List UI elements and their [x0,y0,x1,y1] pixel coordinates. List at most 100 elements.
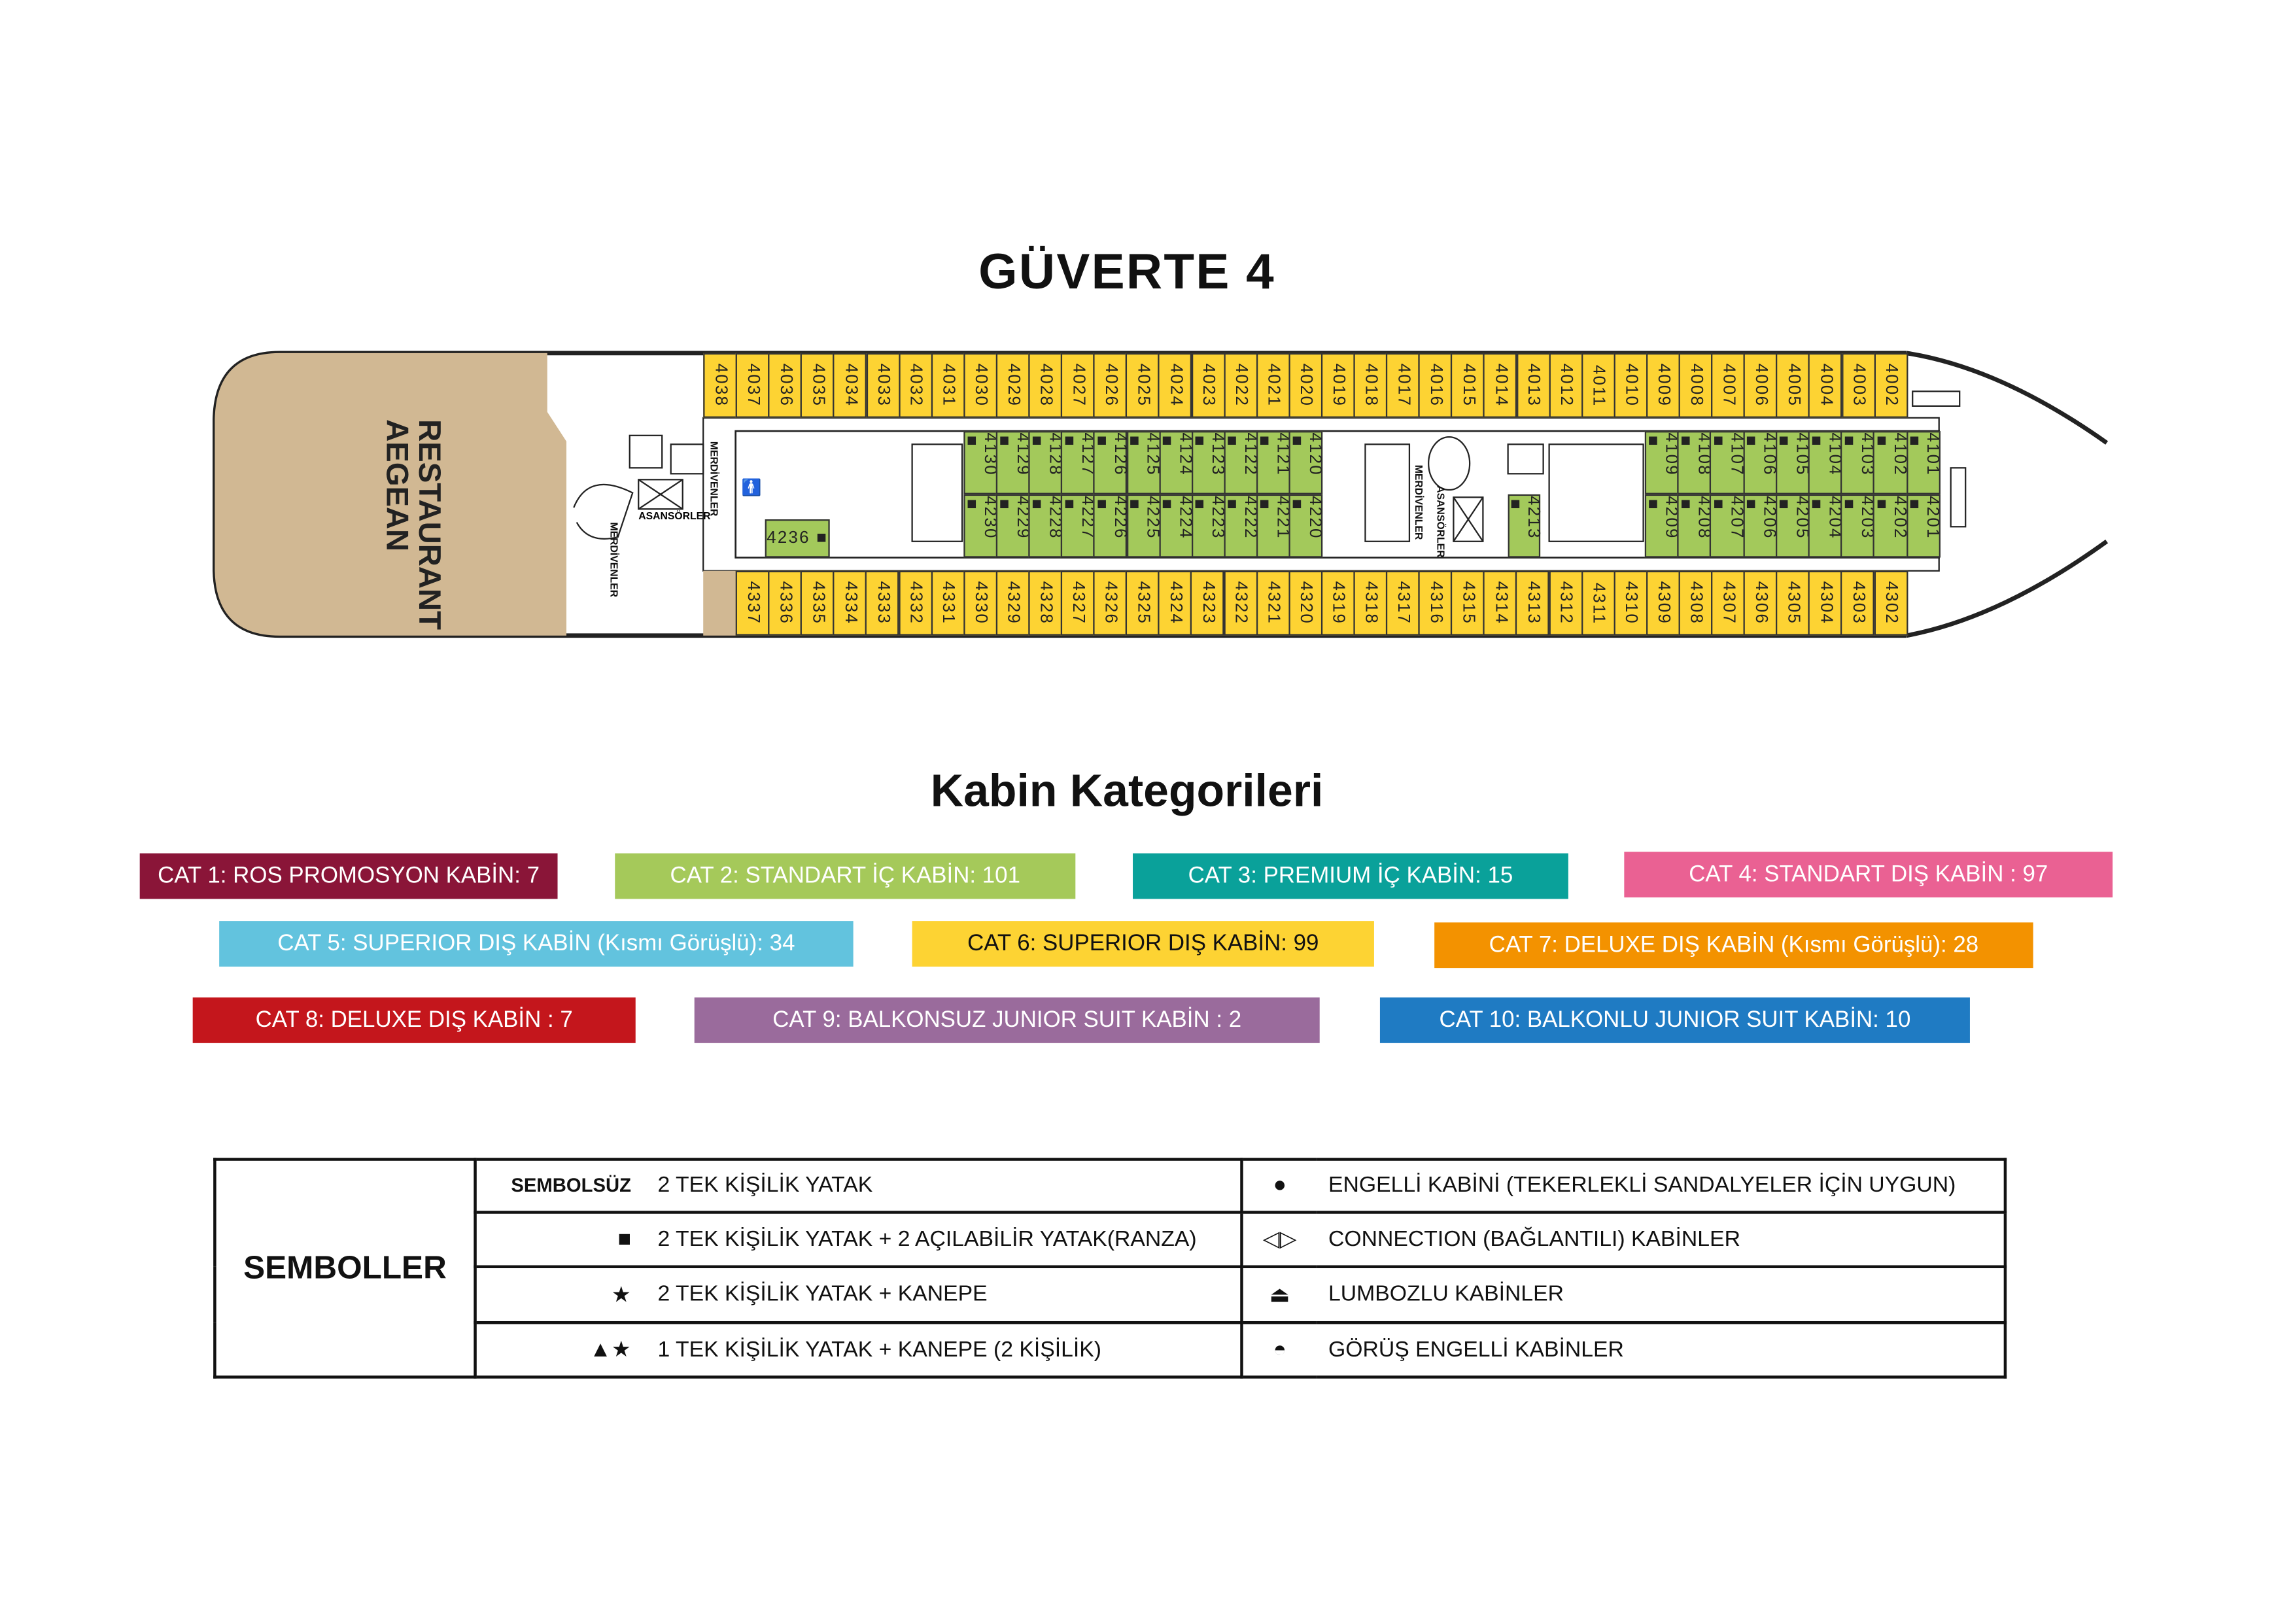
cabin-4109[interactable]: 4109 ■ [1644,431,1680,494]
cabin-4331[interactable]: 4331 [930,570,965,636]
cabin-4335[interactable]: 4335 [801,570,835,636]
cabin-4038[interactable]: 4038 [703,353,738,418]
cabin-4021[interactable]: 4021 [1256,353,1290,418]
cabin-4025[interactable]: 4025 [1126,353,1160,418]
cabin-4108[interactable]: 4108 ■ [1677,431,1712,494]
cabin-4012[interactable]: 4012 [1548,353,1583,418]
cabin-4005[interactable]: 4005 [1776,353,1810,418]
cabin-4023[interactable]: 4023 [1190,353,1225,418]
cabin-4227[interactable]: 4227 ■ [1060,494,1096,558]
cabin-4128[interactable]: 4128 ■ [1028,431,1063,494]
cabin-4130[interactable]: 4130 ■ [963,431,998,494]
cabin-4104[interactable]: 4104 ■ [1808,431,1843,494]
cabin-4224[interactable]: 4224 ■ [1158,494,1194,558]
cabin-4032[interactable]: 4032 [898,353,933,418]
cabin-4202[interactable]: 4202 ■ [1872,494,1908,558]
cabin-4027[interactable]: 4027 [1061,353,1095,418]
cabin-4328[interactable]: 4328 [1028,570,1063,636]
cabin-4036[interactable]: 4036 [768,353,802,418]
cabin-4226[interactable]: 4226 ■ [1093,494,1128,558]
cabin-4307[interactable]: 4307 [1711,570,1745,636]
cabin-4019[interactable]: 4019 [1320,353,1355,418]
cabin-4333[interactable]: 4333 [865,570,900,636]
cabin-4007[interactable]: 4007 [1711,353,1746,418]
cabin-4037[interactable]: 4037 [735,353,770,418]
cabin-4102[interactable]: 4102 ■ [1872,431,1908,494]
cabin-4017[interactable]: 4017 [1386,353,1421,418]
cabin-4010[interactable]: 4010 [1613,353,1648,418]
cabin-4209[interactable]: 4209 ■ [1644,494,1680,558]
cabin-4336[interactable]: 4336 [768,570,802,636]
cabin-4208[interactable]: 4208 ■ [1677,494,1712,558]
cabin-4028[interactable]: 4028 [1028,353,1063,418]
cabin-4004[interactable]: 4004 [1808,353,1843,418]
cabin-4034[interactable]: 4034 [833,353,867,418]
cabin-4120[interactable]: 4120 ■ [1288,431,1323,494]
cabin-4332[interactable]: 4332 [898,570,933,636]
cabin-4123[interactable]: 4123 ■ [1190,431,1226,494]
cabin-4321[interactable]: 4321 [1256,570,1290,636]
cabin-4317[interactable]: 4317 [1385,570,1420,636]
cabin-4304[interactable]: 4304 [1808,570,1843,636]
cabin-4322[interactable]: 4322 [1223,570,1258,636]
cabin-4122[interactable]: 4122 ■ [1223,431,1258,494]
cabin-4103[interactable]: 4103 ■ [1840,431,1875,494]
cabin-4303[interactable]: 4303 [1840,570,1875,636]
cabin-4018[interactable]: 4018 [1353,353,1388,418]
cabin-4230[interactable]: 4230 ■ [963,494,998,558]
cabin-4035[interactable]: 4035 [801,353,835,418]
cabin-4302[interactable]: 4302 [1873,570,1908,636]
cabin-4033[interactable]: 4033 [865,353,900,418]
cabin-4009[interactable]: 4009 [1646,353,1680,418]
cabin-4311[interactable]: 4311 [1581,570,1615,636]
cabin-4314[interactable]: 4314 [1483,570,1518,636]
cabin-4220[interactable]: 4220 ■ [1288,494,1323,558]
cabin-4228[interactable]: 4228 ■ [1028,494,1063,558]
cabin-4013[interactable]: 4013 [1516,353,1550,418]
cabin-4313[interactable]: 4313 [1515,570,1550,636]
cabin-4327[interactable]: 4327 [1060,570,1095,636]
cabin-4125[interactable]: 4125 ■ [1126,431,1161,494]
cabin-4222[interactable]: 4222 ■ [1223,494,1258,558]
cabin-4002[interactable]: 4002 [1873,353,1908,418]
cabin-4127[interactable]: 4127 ■ [1060,431,1096,494]
cabin-4225[interactable]: 4225 ■ [1126,494,1161,558]
cabin-4329[interactable]: 4329 [995,570,1030,636]
cabin-4323[interactable]: 4323 [1190,570,1225,636]
cabin-4029[interactable]: 4029 [995,353,1030,418]
cabin-4016[interactable]: 4016 [1418,353,1453,418]
cabin-4319[interactable]: 4319 [1320,570,1355,636]
cabin-4003[interactable]: 4003 [1841,353,1876,418]
cabin-4121[interactable]: 4121 ■ [1256,431,1291,494]
cabin-4205[interactable]: 4205 ■ [1775,494,1810,558]
cabin-4204[interactable]: 4204 ■ [1808,494,1843,558]
cabin-4309[interactable]: 4309 [1646,570,1680,636]
cabin-4312[interactable]: 4312 [1548,570,1583,636]
cabin-4201[interactable]: 4201 ■ [1905,494,1941,558]
cabin-4203[interactable]: 4203 ■ [1840,494,1875,558]
cabin-4236[interactable]: 4236 ■ [765,519,830,558]
cabin-4022[interactable]: 4022 [1223,353,1258,418]
cabin-4101[interactable]: 4101 ■ [1905,431,1941,494]
cabin-4306[interactable]: 4306 [1743,570,1778,636]
cabin-4337[interactable]: 4337 [735,570,770,636]
cabin-4126[interactable]: 4126 ■ [1093,431,1128,494]
cabin-4310[interactable]: 4310 [1613,570,1648,636]
cabin-4213[interactable]: 4213 ■ [1506,494,1542,558]
cabin-4206[interactable]: 4206 ■ [1742,494,1778,558]
cabin-4107[interactable]: 4107 ■ [1710,431,1745,494]
cabin-4008[interactable]: 4008 [1678,353,1713,418]
cabin-4015[interactable]: 4015 [1451,353,1485,418]
cabin-4031[interactable]: 4031 [931,353,965,418]
cabin-4330[interactable]: 4330 [963,570,997,636]
cabin-4326[interactable]: 4326 [1093,570,1128,636]
cabin-4229[interactable]: 4229 ■ [995,494,1031,558]
cabin-4223[interactable]: 4223 ■ [1190,494,1226,558]
cabin-4106[interactable]: 4106 ■ [1742,431,1778,494]
cabin-4221[interactable]: 4221 ■ [1256,494,1291,558]
cabin-4325[interactable]: 4325 [1126,570,1160,636]
cabin-4324[interactable]: 4324 [1158,570,1192,636]
cabin-4024[interactable]: 4024 [1158,353,1193,418]
cabin-4014[interactable]: 4014 [1483,353,1518,418]
cabin-4129[interactable]: 4129 ■ [995,431,1031,494]
